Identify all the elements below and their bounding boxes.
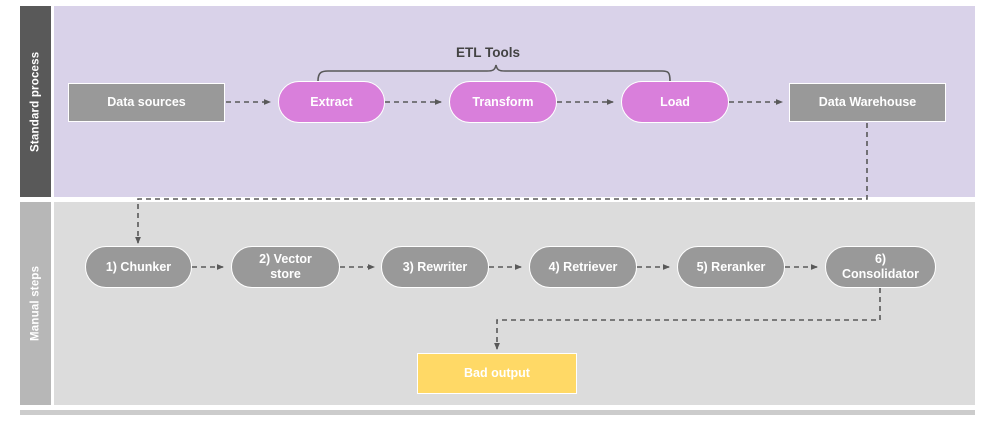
node-chunker[interactable]: 1) Chunker [85, 246, 192, 288]
node-rewriter[interactable]: 3) Rewriter [381, 246, 489, 288]
etl-tools-label: ETL Tools [456, 45, 520, 60]
lane-footer-bar [20, 410, 975, 415]
node-data-warehouse[interactable]: Data Warehouse [789, 83, 946, 122]
node-load[interactable]: Load [621, 81, 729, 123]
node-retriever[interactable]: 4) Retriever [529, 246, 637, 288]
node-reranker[interactable]: 5) Reranker [677, 246, 785, 288]
lane-standard-process-header: Standard process [20, 6, 51, 197]
lane-manual-steps-label: Manual steps [29, 265, 42, 342]
node-transform[interactable]: Transform [449, 81, 557, 123]
node-bad-output[interactable]: Bad output [417, 353, 577, 394]
node-extract[interactable]: Extract [278, 81, 385, 123]
lane-standard-process-label: Standard process [29, 51, 42, 152]
lane-manual-steps-header: Manual steps [20, 202, 51, 405]
node-consolidator[interactable]: 6) Consolidator [825, 246, 936, 288]
node-vector-store[interactable]: 2) Vector store [231, 246, 340, 288]
node-data-sources[interactable]: Data sources [68, 83, 225, 122]
